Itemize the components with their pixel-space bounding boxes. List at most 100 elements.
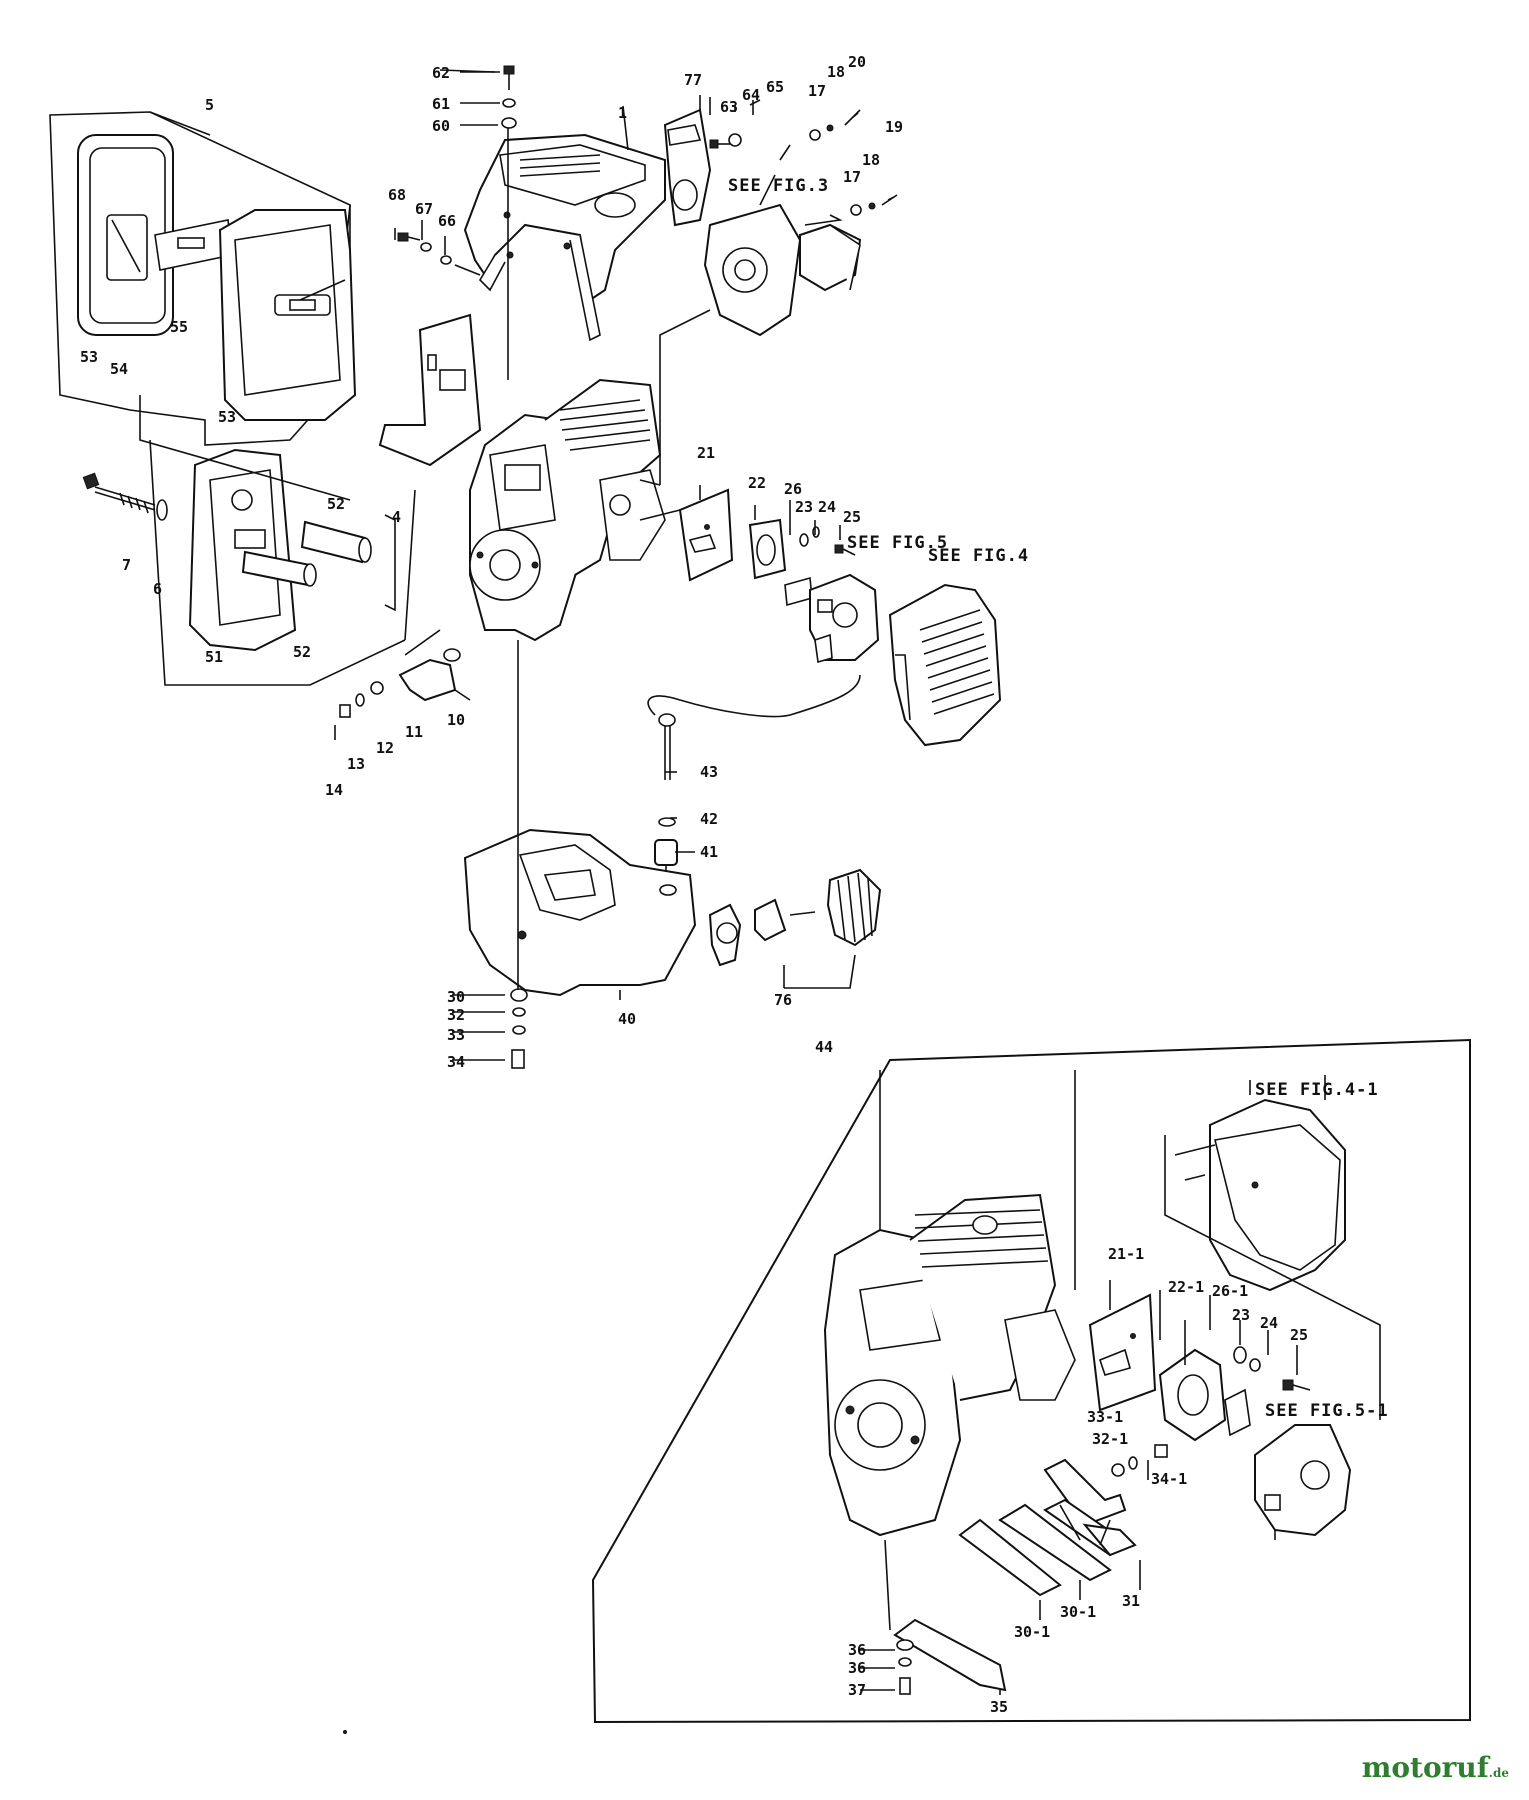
screws-30-34 xyxy=(452,640,528,1069)
part-label-33: 33 xyxy=(447,1026,466,1044)
part-label-32: 32 xyxy=(447,1006,466,1024)
see-fig-4-1: SEE FIG.4-1 xyxy=(1255,1080,1379,1100)
inset-small-parts xyxy=(1111,1320,1311,1480)
part-label-35: 35 xyxy=(990,1698,1009,1716)
starter-assembly-fig3 xyxy=(703,174,862,337)
part-label-54: 54 xyxy=(110,360,129,378)
part-label-52: 52 xyxy=(327,495,346,513)
inset-frame xyxy=(591,1038,1471,1724)
part-label-30: 30 xyxy=(447,988,466,1006)
watermark-ext: .de xyxy=(1488,1766,1509,1780)
part-label-36: 36 xyxy=(848,1641,867,1659)
part-label-12: 12 xyxy=(376,739,395,757)
part-label-55: 55 xyxy=(170,318,189,336)
bolt-7-washer-6 xyxy=(82,472,168,521)
part-label-41: 41 xyxy=(700,843,719,861)
part-label-53b: 53 xyxy=(218,408,237,426)
part-label-24: 24 xyxy=(818,498,837,516)
fuel-line-43 xyxy=(647,674,861,827)
starter-cover-77 xyxy=(663,108,712,227)
part-label-26: 26 xyxy=(784,480,803,498)
see-fig-4: SEE FIG.4 xyxy=(928,546,1030,566)
carburetor-fig5 xyxy=(809,573,880,664)
fuel-tank-40 xyxy=(463,828,742,997)
part-label-53: 53 xyxy=(80,348,99,366)
screws-17-20 xyxy=(709,99,898,226)
part-label-25: 25 xyxy=(843,508,862,526)
engine-block xyxy=(469,378,681,642)
inset-plates-30-1-31-35 xyxy=(884,1458,1137,1695)
see-fig-3: SEE FIG.3 xyxy=(728,176,830,196)
part-label-42: 42 xyxy=(700,810,719,828)
part-label-7: 7 xyxy=(122,556,132,574)
part-label-25b: 25 xyxy=(1290,1326,1309,1344)
speck xyxy=(343,1730,347,1734)
part-label-19: 19 xyxy=(885,118,904,136)
part-label-62: 62 xyxy=(432,64,451,82)
part-label-30-1b: 30-1 xyxy=(1014,1623,1051,1641)
part-label-21: 21 xyxy=(697,444,716,462)
upper-leader-lines xyxy=(139,69,856,1000)
part-label-23: 23 xyxy=(795,498,814,516)
insulator-21 xyxy=(678,488,734,582)
muffler-cover-54 xyxy=(77,134,174,336)
inset-engine xyxy=(823,1070,1076,1537)
part-label-68: 68 xyxy=(388,186,407,204)
part-label-21-1: 21-1 xyxy=(1108,1245,1145,1263)
part-label-67: 67 xyxy=(415,200,434,218)
air-cleaner-cover-fig4 xyxy=(888,583,1002,747)
part-label-18: 18 xyxy=(827,63,846,81)
part-label-20: 20 xyxy=(848,53,867,71)
part-label-43: 43 xyxy=(700,763,719,781)
part-label-18b: 18 xyxy=(862,151,881,169)
part-label-13: 13 xyxy=(347,755,366,773)
part-label-44: 44 xyxy=(815,1038,834,1056)
part-label-65: 65 xyxy=(766,78,785,96)
tube-52 xyxy=(241,514,396,612)
part-label-34: 34 xyxy=(447,1053,466,1071)
see-fig-5-1: SEE FIG.5-1 xyxy=(1265,1401,1389,1421)
part-label-34-1: 34-1 xyxy=(1151,1470,1188,1488)
part-label-52b: 52 xyxy=(293,643,312,661)
part-label-30-1: 30-1 xyxy=(1060,1603,1097,1621)
part-label-76: 76 xyxy=(774,991,793,1009)
part-label-32-1: 32-1 xyxy=(1092,1430,1129,1448)
part-label-61: 61 xyxy=(432,95,451,113)
watermark-logo[interactable]: motoruf.de xyxy=(1362,1751,1509,1784)
part-label-1: 1 xyxy=(618,104,628,122)
part-label-22-1: 22-1 xyxy=(1168,1278,1205,1296)
inset-carburetor-fig5-1 xyxy=(1254,1424,1352,1540)
part-label-11: 11 xyxy=(405,723,424,741)
part-label-37: 37 xyxy=(848,1681,867,1699)
part-label-66: 66 xyxy=(438,212,457,230)
part-label-10: 10 xyxy=(447,711,466,729)
part-label-33-1: 33-1 xyxy=(1087,1408,1124,1426)
part-label-23b: 23 xyxy=(1232,1306,1251,1324)
see-fig-5: SEE FIG.5 xyxy=(847,533,949,553)
heat-shield-4 xyxy=(378,313,482,467)
part-label-6: 6 xyxy=(153,580,163,598)
cap-44-76 xyxy=(754,868,882,947)
inset-insulator-21-1 xyxy=(1088,1293,1157,1412)
muffler-rear-51 xyxy=(188,448,297,652)
engine-cover-1 xyxy=(463,133,666,342)
part-label-77: 77 xyxy=(684,71,703,89)
inset-leader-lines xyxy=(860,1280,1298,1695)
part-label-51: 51 xyxy=(205,648,224,666)
watermark-brand: motoruf xyxy=(1361,1751,1489,1784)
muffler-body-53 xyxy=(218,209,357,421)
gasket-55 xyxy=(154,219,233,271)
part-label-17b: 17 xyxy=(843,168,862,186)
part-label-63: 63 xyxy=(720,98,739,116)
part-label-64: 64 xyxy=(742,86,761,104)
part-label-14: 14 xyxy=(325,781,344,799)
part-label-17: 17 xyxy=(808,82,827,100)
part-label-4: 4 xyxy=(392,508,402,526)
screws-66-68 xyxy=(394,220,481,276)
part-label-24b: 24 xyxy=(1260,1314,1279,1332)
starter-leader xyxy=(659,309,711,485)
inset-gasket-22-1 xyxy=(1158,1348,1227,1442)
part-label-26-1: 26-1 xyxy=(1212,1282,1249,1300)
